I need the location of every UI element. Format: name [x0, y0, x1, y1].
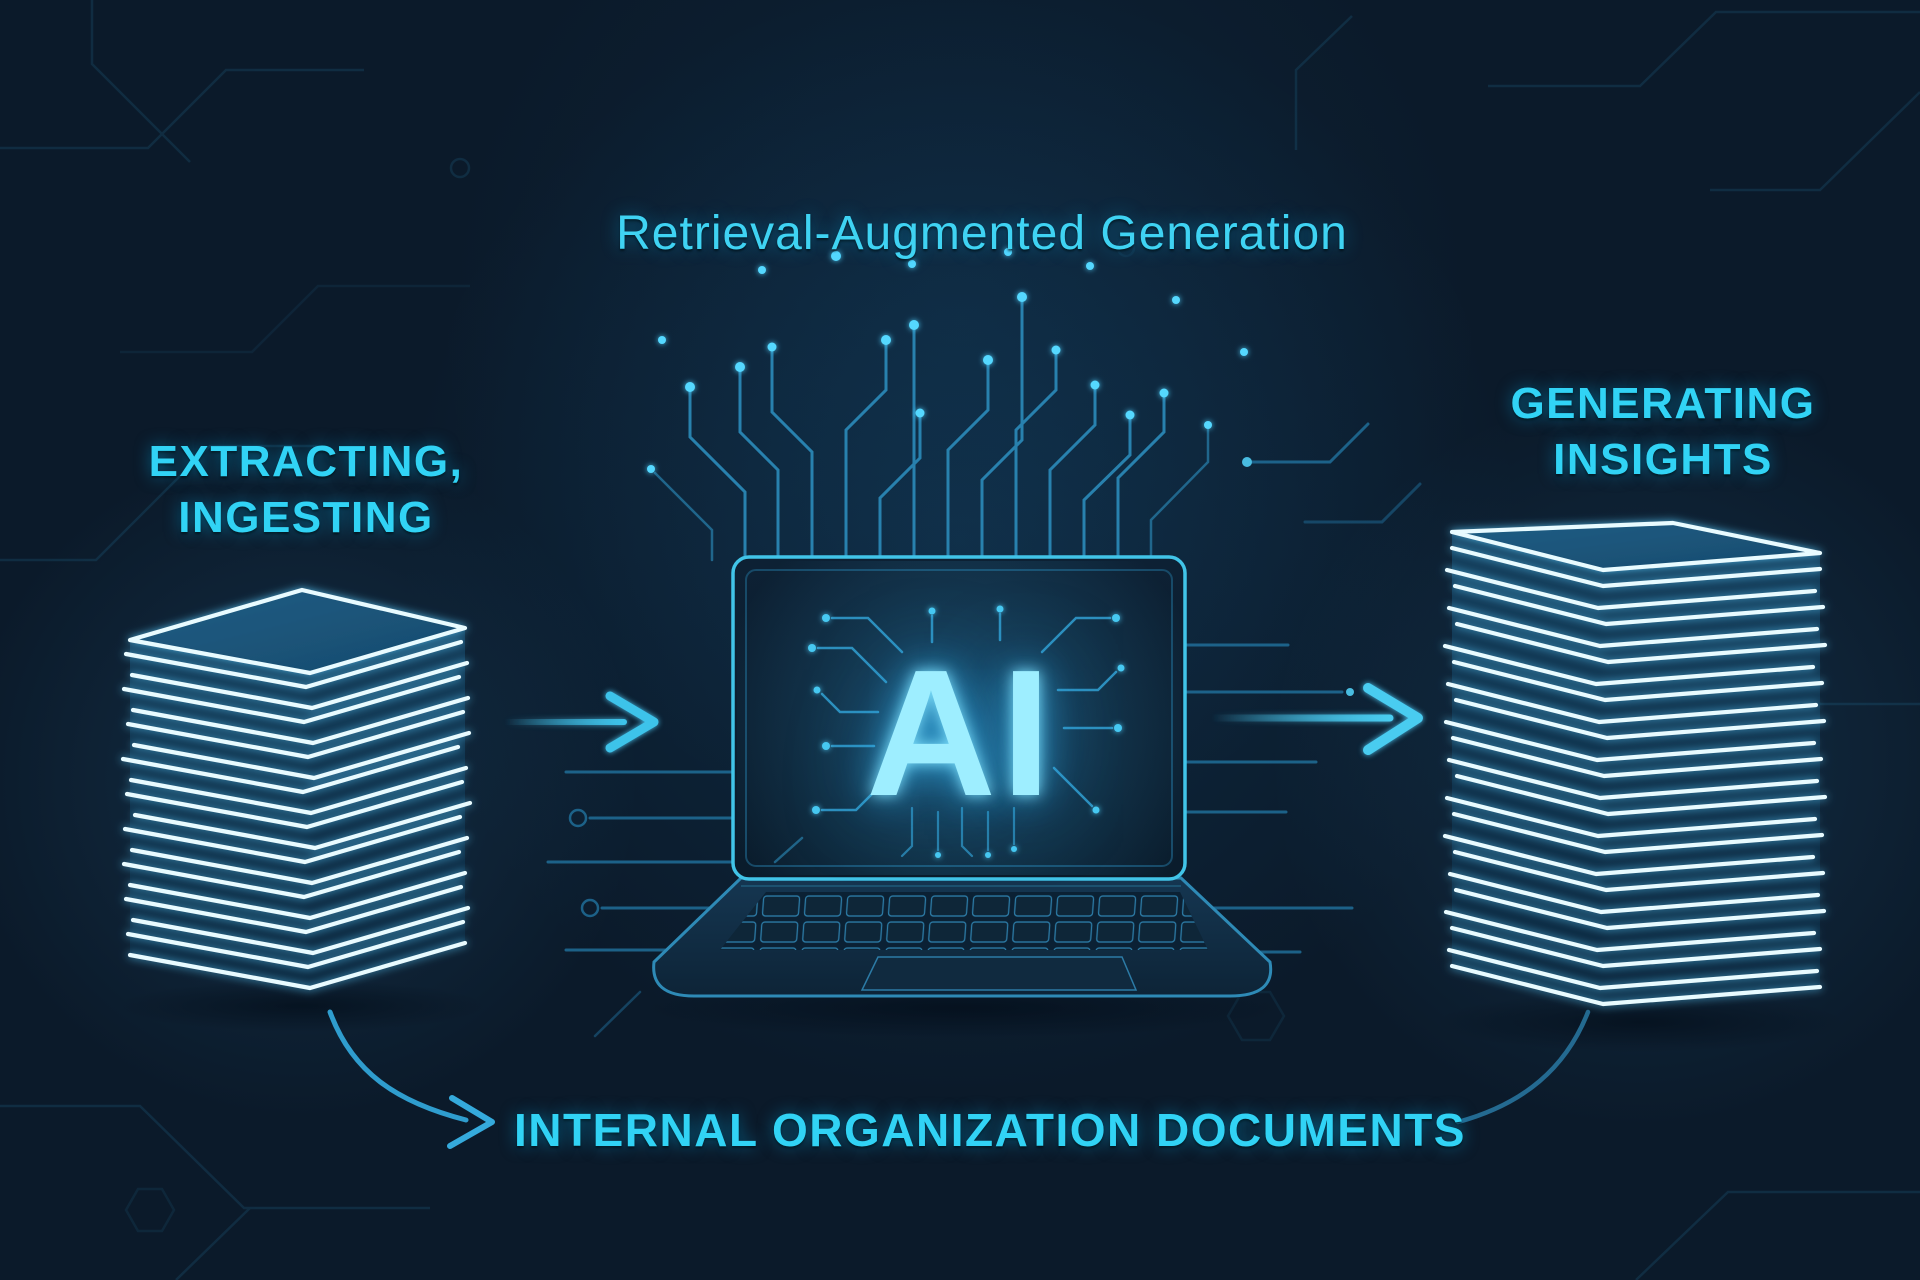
label-output-line2: INSIGHTS: [1553, 435, 1773, 484]
shadow-left-stack: [117, 980, 487, 1032]
laptop-icon: [652, 555, 1273, 998]
label-input-stage: EXTRACTING, INGESTING: [149, 434, 464, 546]
stack-top-sheet: [127, 587, 468, 676]
circuit-traces-sides: [546, 422, 1422, 1038]
document-stack-left-icon: [123, 587, 470, 990]
arrow-right-icon: [1208, 683, 1423, 755]
laptop-touchpad: [860, 956, 1138, 991]
screen-circuit-dots: [808, 605, 1125, 858]
curved-connectors: [327, 1009, 1591, 1149]
label-source-documents: INTERNAL ORGANIZATION DOCUMENTS: [514, 1104, 1466, 1156]
arrow-left-icon: [502, 691, 659, 753]
label-input-line1: EXTRACTING,: [148, 437, 464, 486]
document-stack-right-icon: [1445, 520, 1825, 1004]
keyboard-keys: [719, 892, 1208, 950]
screen-ai-glow: [737, 561, 1181, 875]
circuit-traces-above: [653, 300, 1210, 562]
shadow-right-stack: [1435, 992, 1845, 1052]
screen-circuit-traces: [773, 612, 1118, 864]
stack-body: [1452, 523, 1820, 1004]
curved-connector-right: [1455, 1009, 1591, 1125]
curved-arrow-left: [327, 1009, 469, 1123]
ai-label: AI: [866, 633, 1056, 834]
curved-arrowhead-left: [447, 1095, 495, 1149]
diagram-title: Retrieval-Augmented Generation: [616, 207, 1348, 260]
label-input-line2: INGESTING: [178, 493, 434, 542]
circuit-dots-above: [647, 248, 1248, 473]
flow-arrows: [502, 683, 1423, 755]
label-output-line1: GENERATING: [1510, 379, 1816, 428]
label-output-stage: GENERATING INSIGHTS: [1510, 376, 1815, 488]
stack-top-sheet: [1449, 520, 1823, 573]
